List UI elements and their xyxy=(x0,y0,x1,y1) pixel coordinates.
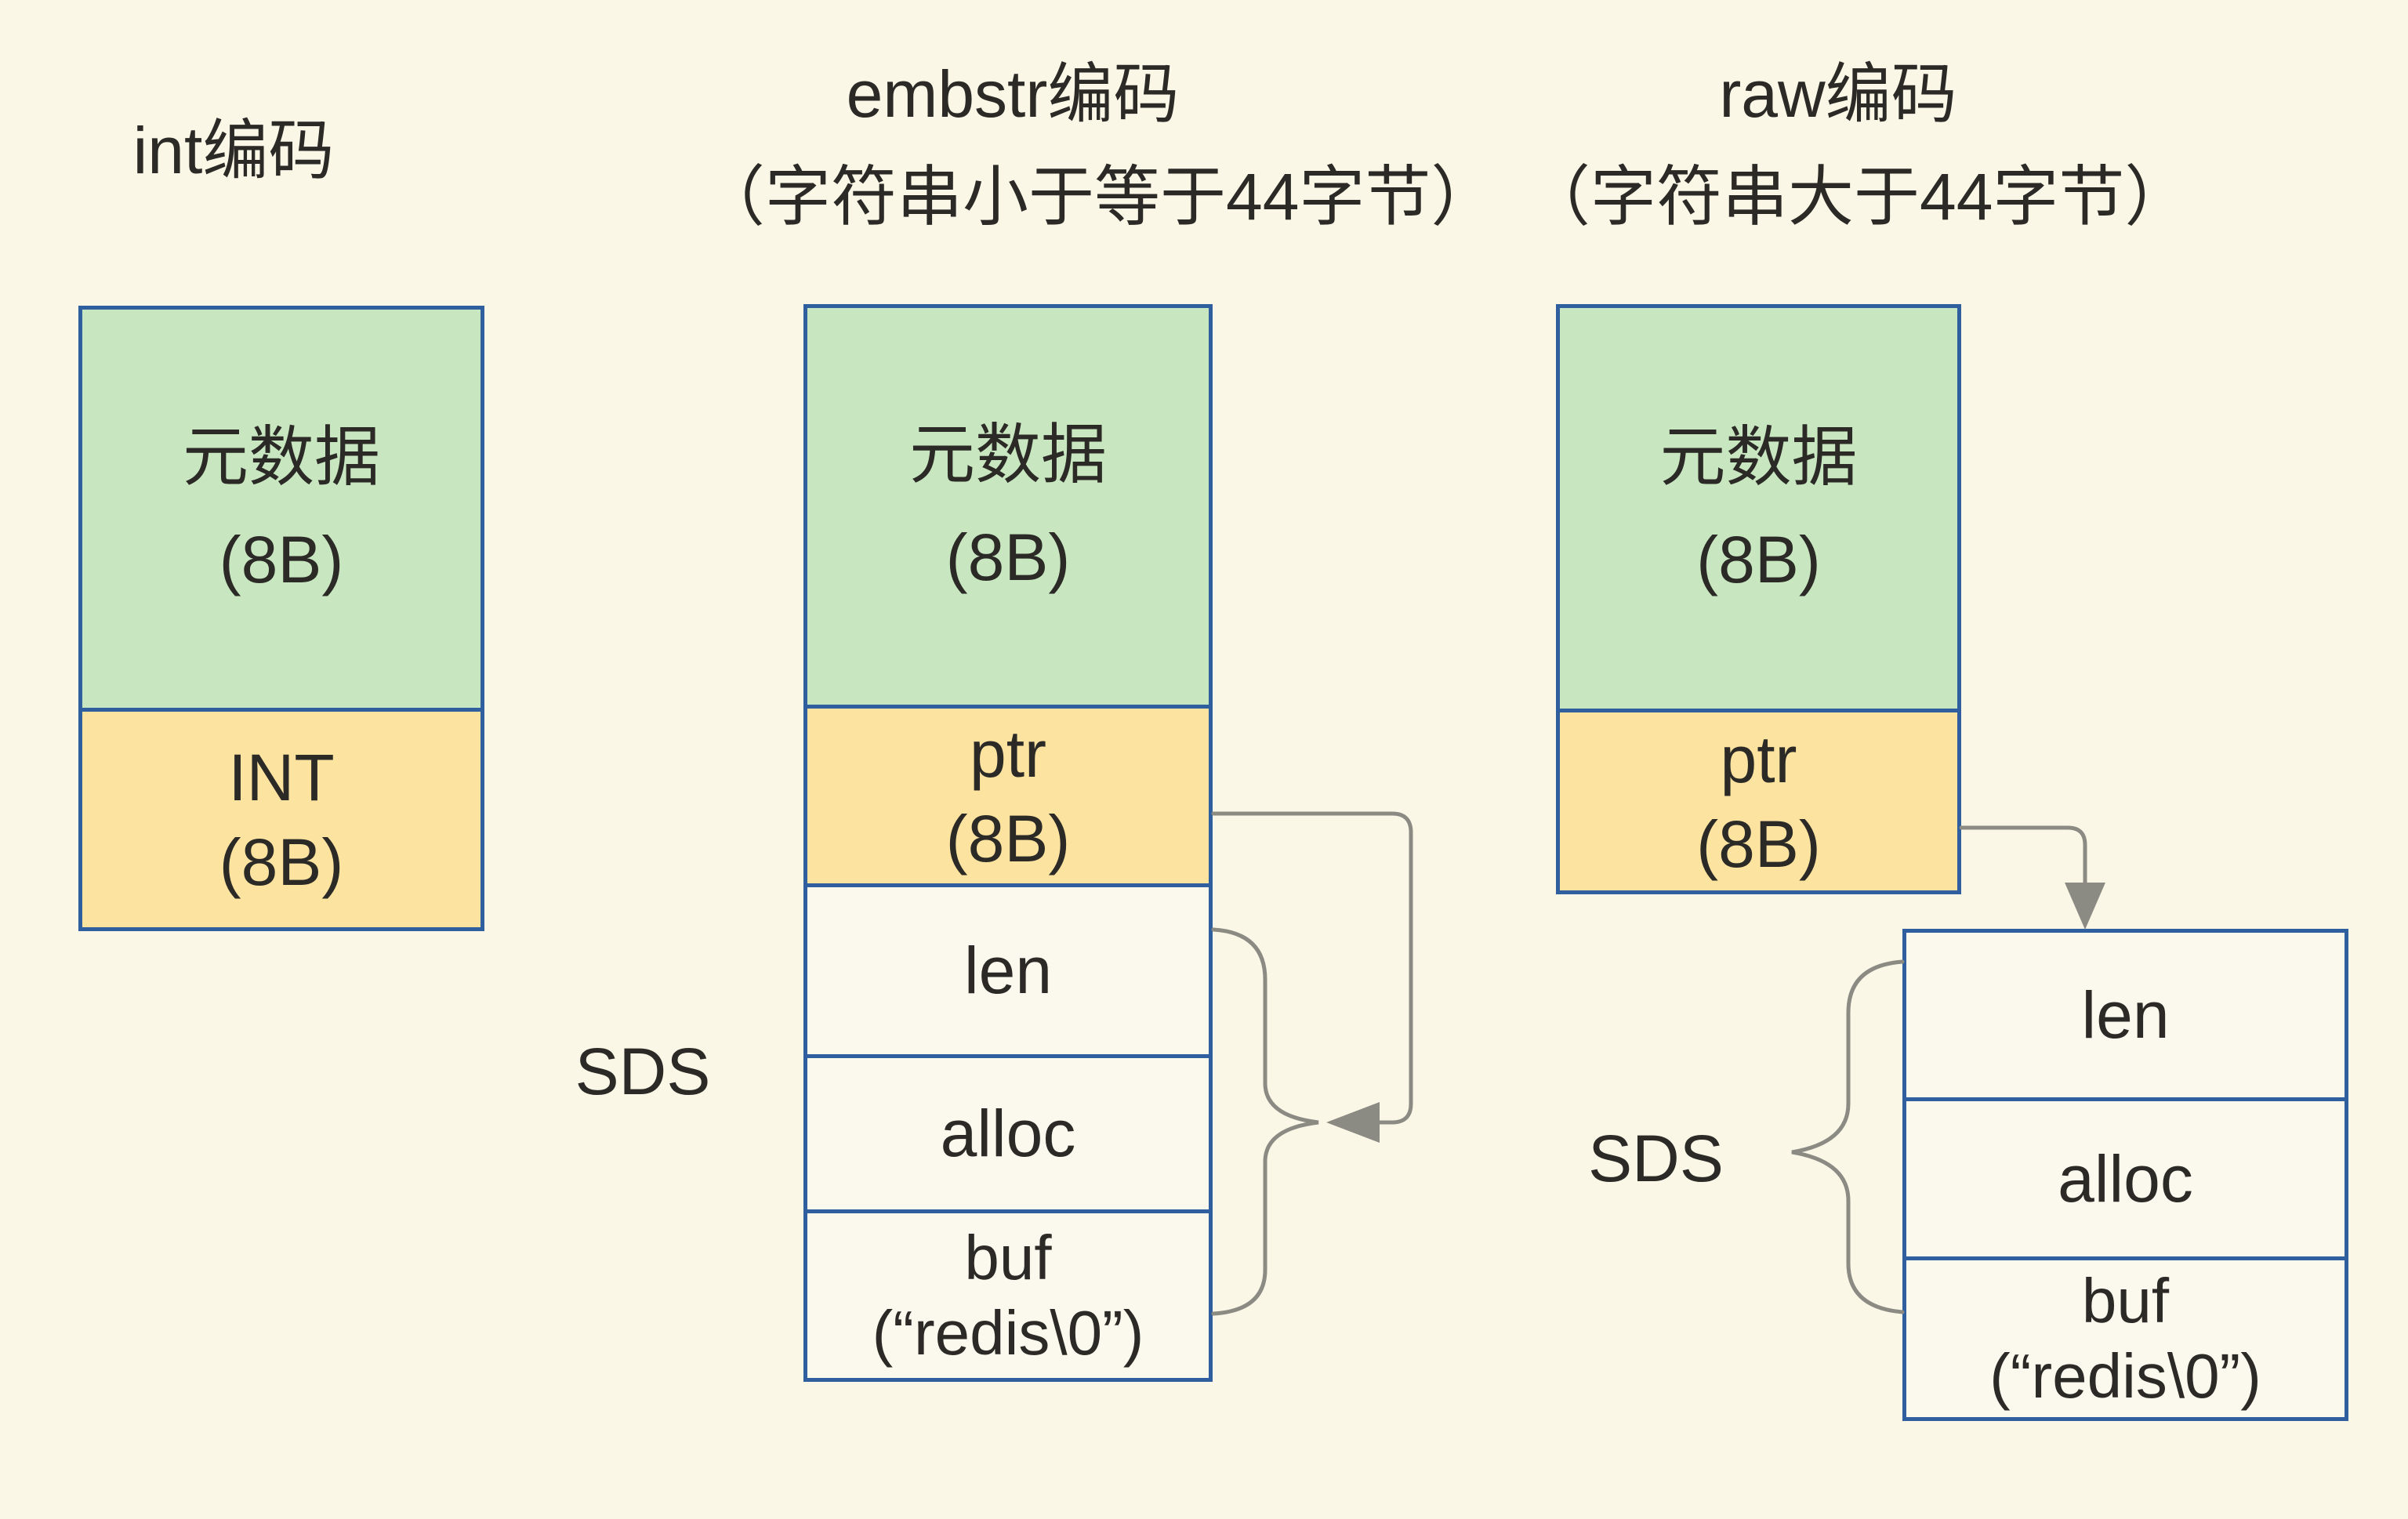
embstr-metadata-cell: 元数据 (8B) xyxy=(803,304,1213,709)
embstr-buf-cell: buf (“redis\0”) xyxy=(803,1209,1213,1382)
embstr-encoding-subtitle: （字符串小于等于44字节） xyxy=(699,160,1497,234)
raw-ptr-cell: ptr (8B) xyxy=(1556,709,1961,894)
raw-buf-cell: buf (“redis\0”) xyxy=(1902,1256,2348,1421)
int-value-size: (8B) xyxy=(219,825,344,899)
int-value-label: INT xyxy=(228,740,335,814)
int-value-cell: INT (8B) xyxy=(78,708,484,931)
int-metadata-label: 元数据 xyxy=(182,420,380,494)
raw-buf-value: (“redis\0”) xyxy=(1989,1341,2261,1411)
embstr-buf-label: buf xyxy=(964,1223,1052,1292)
raw-encoding-subtitle: （字符串大于44字节） xyxy=(1525,160,2191,234)
embstr-alloc-cell: alloc xyxy=(803,1054,1213,1213)
raw-encoding-title: raw编码 xyxy=(1719,57,1957,131)
embstr-ptr-arrow-line xyxy=(1211,811,1413,1125)
raw-sds-brace xyxy=(1791,959,1905,1314)
embstr-ptr-size: (8B) xyxy=(945,801,1071,876)
embstr-encoding-header: embstr编码 （字符串小于等于44字节） xyxy=(699,43,1497,248)
raw-ptr-size: (8B) xyxy=(1696,807,1821,881)
raw-ptr-label: ptr xyxy=(1720,722,1797,796)
embstr-encoding-title: embstr编码 xyxy=(846,57,1180,131)
embstr-ptr-arrowhead-icon xyxy=(1326,1102,1380,1143)
embstr-ptr-cell: ptr (8B) xyxy=(803,705,1213,887)
raw-metadata-size: (8B) xyxy=(1696,522,1821,596)
raw-alloc-cell: alloc xyxy=(1902,1097,2348,1260)
raw-len-label: len xyxy=(2081,977,2170,1052)
int-encoding-title: int编码 xyxy=(132,114,335,187)
raw-len-cell: len xyxy=(1902,929,2348,1101)
embstr-sds-brace xyxy=(1211,927,1319,1316)
embstr-sds-label: SDS xyxy=(575,1035,711,1108)
raw-encoding-header: raw编码 （字符串大于44字节） xyxy=(1525,43,2191,248)
embstr-metadata-label: 元数据 xyxy=(908,418,1107,491)
int-metadata-cell: 元数据 (8B) xyxy=(78,306,484,712)
raw-buf-label: buf xyxy=(2081,1266,2170,1336)
embstr-ptr-label: ptr xyxy=(969,716,1047,791)
embstr-buf-value: (“redis\0”) xyxy=(872,1298,1144,1368)
raw-ptr-arrowhead-icon xyxy=(2065,883,2105,930)
embstr-len-label: len xyxy=(963,934,1053,1007)
raw-alloc-label: alloc xyxy=(2058,1141,2193,1216)
raw-metadata-cell: 元数据 (8B) xyxy=(1556,304,1961,712)
raw-metadata-label: 元数据 xyxy=(1659,419,1858,494)
embstr-metadata-size: (8B) xyxy=(945,520,1071,594)
raw-ptr-arrow-line xyxy=(1959,825,2087,886)
int-metadata-size: (8B) xyxy=(219,523,344,596)
embstr-len-cell: len xyxy=(803,883,1213,1058)
raw-sds-label: SDS xyxy=(1588,1122,1724,1195)
embstr-alloc-label: alloc xyxy=(940,1097,1076,1170)
